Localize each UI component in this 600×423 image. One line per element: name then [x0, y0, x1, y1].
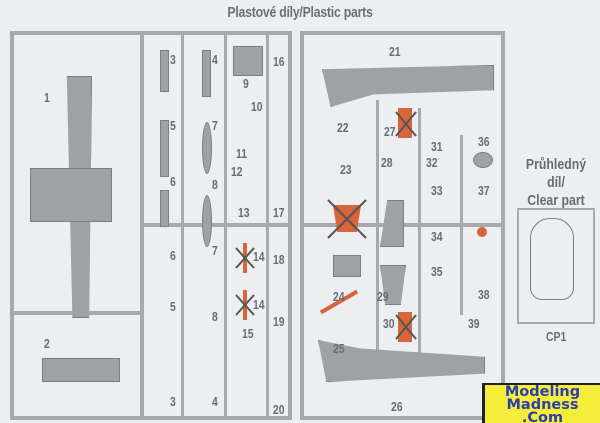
part-label: 18: [273, 252, 285, 267]
part-label: 15: [242, 326, 254, 341]
part-label: 26: [391, 399, 403, 414]
part-label: 17: [273, 205, 285, 220]
watermark-line3: .Com: [521, 410, 564, 423]
part-label: 2: [44, 336, 50, 351]
part-label: 8: [212, 309, 218, 324]
part-36: [473, 152, 493, 168]
part-label: 28: [381, 155, 393, 170]
clear-title-line1: Průhledný díl/: [525, 156, 587, 191]
clear-part-title: Průhledný díl/ Clear part: [517, 156, 596, 210]
part-label: 31: [431, 139, 443, 154]
part-label: 14: [253, 297, 265, 312]
part-28: [380, 200, 404, 247]
part-label: 7: [212, 243, 218, 258]
part-7: [202, 122, 212, 174]
part-label: 5: [170, 118, 176, 133]
part-3: [160, 50, 169, 92]
part-label-cp1: CP1: [546, 329, 567, 344]
part-label: 35: [431, 264, 443, 279]
part-label: 8: [212, 177, 218, 192]
part-wing-center: [30, 168, 112, 222]
cross-mark-icon: [395, 314, 417, 340]
clear-sprue: [517, 208, 595, 324]
cross-mark-icon: [395, 111, 417, 137]
part-label: 11: [236, 146, 247, 161]
part-label: 37: [478, 183, 490, 198]
cross-mark-icon: [235, 294, 255, 316]
part-label: 27: [384, 124, 396, 139]
part-label: 25: [333, 341, 345, 356]
cross-mark-icon: [327, 199, 367, 239]
part-label: 16: [273, 54, 285, 69]
part-label: 6: [170, 248, 176, 263]
part-fuselage-left: [322, 65, 494, 107]
part-label: 36: [478, 134, 490, 149]
part-canopy: [530, 218, 574, 300]
part-label: 9: [243, 76, 249, 91]
part-label: 5: [170, 299, 176, 314]
part-label: 1: [44, 90, 50, 105]
part-label: 10: [251, 99, 263, 114]
part-6: [160, 190, 169, 227]
watermark-logo: Modeling Madness .Com: [482, 383, 600, 423]
part-label: 24: [333, 289, 345, 304]
part-label: 12: [231, 164, 243, 179]
part-4: [202, 50, 211, 97]
part-label: 14: [253, 249, 265, 264]
part-label: 29: [377, 289, 389, 304]
part-label: 32: [426, 155, 438, 170]
part-label: 7: [212, 118, 218, 133]
part-label: 3: [170, 52, 176, 67]
part-label: 21: [389, 44, 401, 59]
part-label: 4: [212, 52, 218, 67]
clear-title-line2: Clear part: [527, 192, 585, 209]
watermark-line1: Modeling: [504, 384, 581, 400]
part-label: 34: [431, 229, 443, 244]
part-label: 22: [337, 120, 349, 135]
watermark-line2: Madness: [506, 397, 579, 413]
part-9: [233, 46, 263, 76]
part-5: [160, 120, 169, 177]
page-title: Plastové díly/Plastic parts: [227, 4, 373, 21]
part-label: 4: [212, 394, 218, 409]
part-label: 23: [340, 162, 352, 177]
part-label: 6: [170, 174, 176, 189]
part-label: 38: [478, 287, 490, 302]
part-37: [477, 227, 487, 237]
part-24: [333, 255, 361, 277]
part-label: 33: [431, 183, 443, 198]
part-label: 20: [273, 402, 285, 417]
part-label: 19: [273, 314, 285, 329]
part-29: [380, 265, 406, 305]
part-label: 13: [238, 205, 250, 220]
cross-mark-icon: [235, 247, 255, 269]
part-label: 3: [170, 394, 176, 409]
part-label: 39: [468, 316, 480, 331]
part-cockpit-floor: [42, 358, 120, 382]
part-8: [202, 195, 212, 247]
part-label: 30: [383, 316, 395, 331]
